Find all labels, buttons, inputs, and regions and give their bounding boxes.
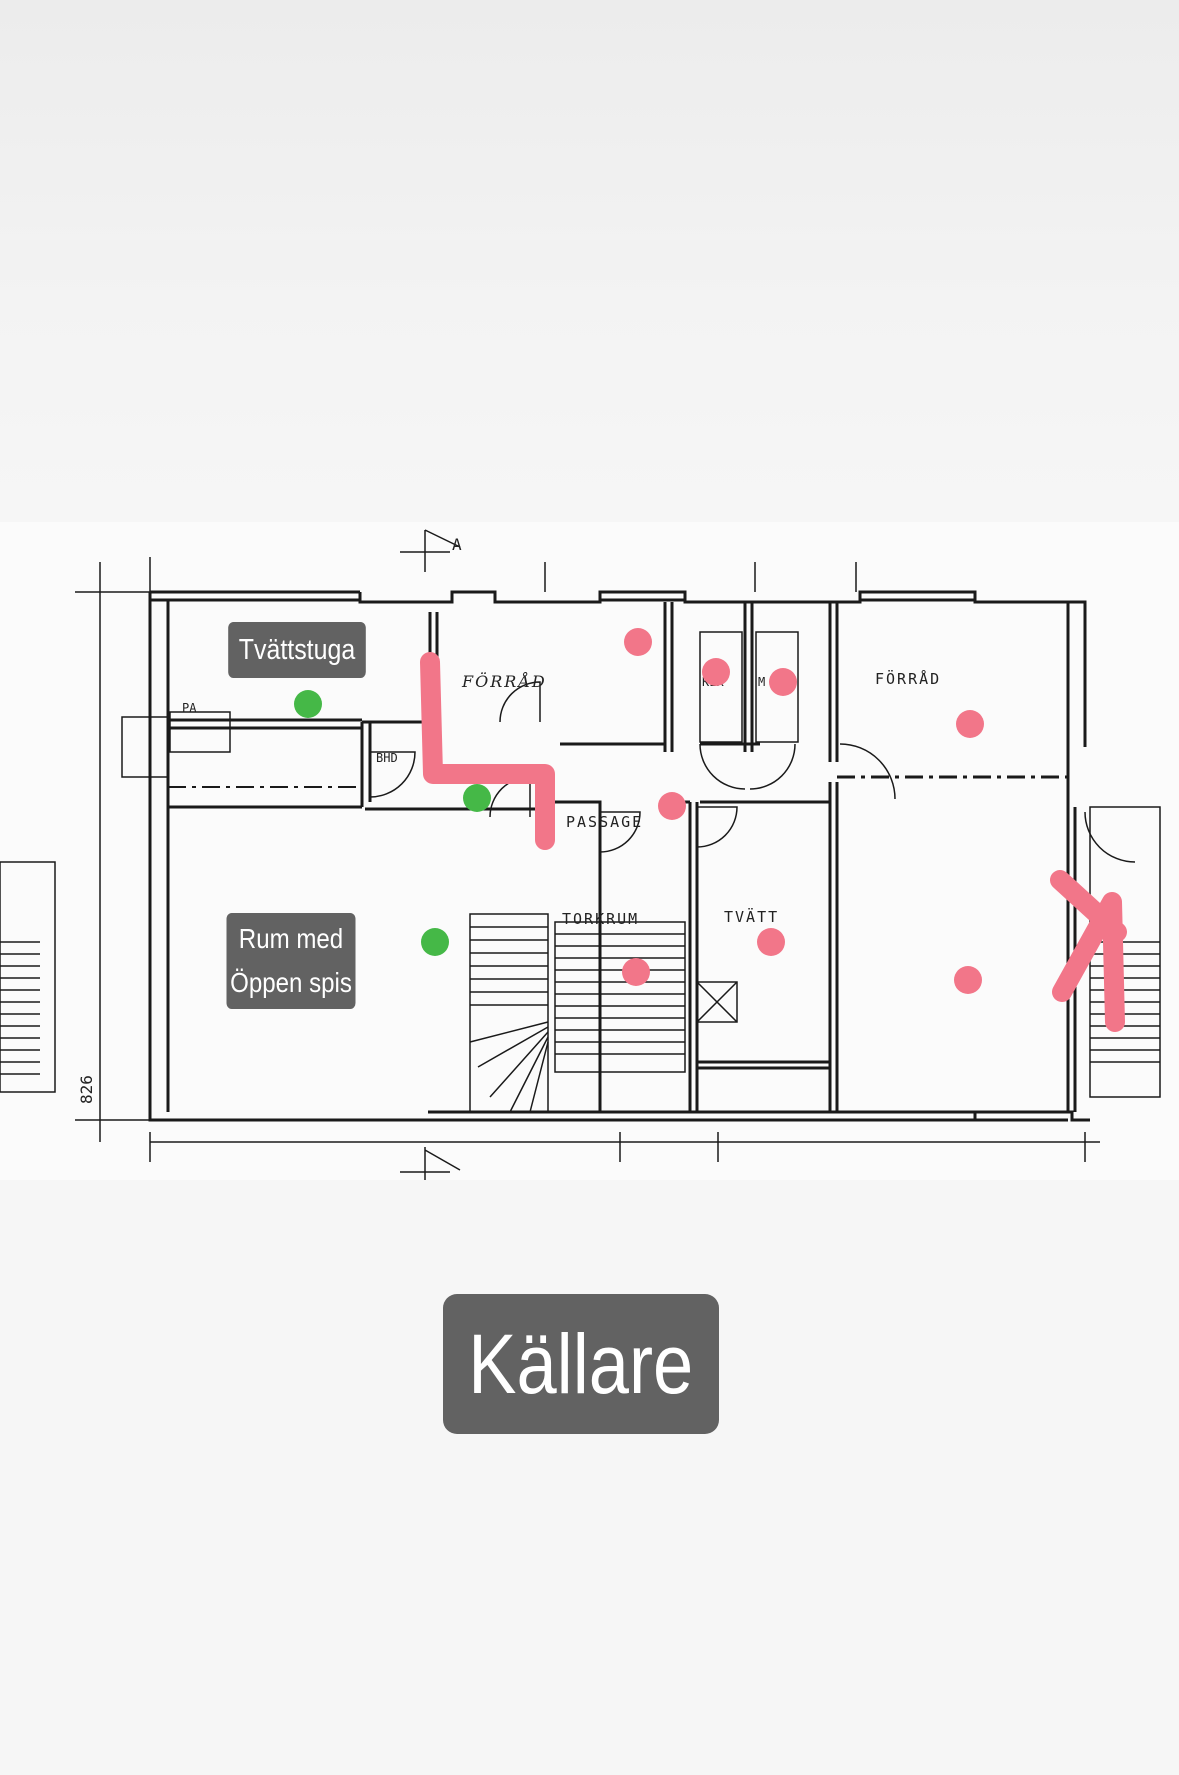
door-arc: [839, 743, 896, 800]
pink-marker: [769, 668, 797, 696]
section-arrow-top: [400, 529, 461, 572]
door-arc: [599, 811, 641, 853]
stairs-spiral-steps: [469, 926, 549, 1113]
room-label-forrad-right: FÖRRÅD: [875, 669, 941, 688]
floor-title: Källare: [468, 1317, 694, 1411]
door-arc: [499, 681, 541, 723]
door-arc: [369, 751, 416, 798]
room-label-bhd: BHD: [376, 751, 398, 765]
dim-line-top: [75, 562, 1100, 1143]
green-marker: [294, 690, 322, 718]
room-label-passage: PASSAGE: [566, 813, 643, 831]
pink-marker: [956, 710, 984, 738]
stairs-torkrum: [554, 921, 686, 1073]
room-tag-rum-med-oppen-spis: Rum med Öppen spis: [226, 913, 356, 1009]
stairs-left-outside: [0, 861, 56, 1093]
stairs-torkrum-steps: [555, 933, 685, 1055]
chimney: [121, 716, 169, 778]
wall-m-forrad: [828, 602, 839, 762]
pink-marker: [954, 966, 982, 994]
pink-marker: [702, 658, 730, 686]
wall-klk-m: [743, 602, 754, 752]
stairs-spiral: [469, 913, 549, 1113]
floor-title-badge: Källare: [443, 1294, 719, 1434]
outer-wall: [150, 590, 1087, 747]
floor-plan: FÖRRÅD KLK M FÖRRÅD PASSAGE TORKRUM TVÄT…: [0, 522, 1179, 1180]
pink-marker: [624, 628, 652, 656]
dimension-826: 826: [77, 1075, 96, 1104]
door-arc: [699, 743, 746, 790]
m-cubicle: [755, 631, 799, 743]
pink-marker: [658, 792, 686, 820]
room-label-torkrum: TORKRUM: [562, 910, 639, 928]
wall-right-room: [828, 782, 839, 1112]
room-tag-tvattstuga: Tvättstuga: [228, 622, 366, 678]
tvatt-fixture: [696, 981, 738, 1023]
stairs-right-outside: [1089, 806, 1161, 1098]
door-arc: [696, 806, 738, 848]
stairs-left-steps: [0, 941, 40, 1075]
room-tag-line: Rum med: [238, 923, 344, 954]
room-label-forrad-left: FÖRRÅD: [461, 671, 547, 691]
wall-tvatt-bottom: [697, 1060, 830, 1070]
wall-tvattstuga-bottom: [168, 718, 362, 730]
dim-ticks: [149, 557, 1086, 1162]
door-arc: [749, 743, 796, 790]
section-arrow-bottom: [400, 1147, 461, 1180]
room-label-pa: PA: [182, 701, 197, 715]
wall-passage-bottom: [365, 800, 830, 1112]
klk-cubicle: [699, 631, 743, 743]
route-path: [420, 652, 555, 850]
wall-forrad-klk: [663, 602, 674, 752]
floor-plan-drawing: FÖRRÅD KLK M FÖRRÅD PASSAGE TORKRUM TVÄT…: [0, 529, 1161, 1180]
room-tag-line: Öppen spis: [230, 967, 352, 998]
right-wall: [1066, 602, 1077, 1112]
room-label-m: M: [758, 675, 765, 689]
bottom-wall: [428, 1110, 1090, 1122]
green-marker: [421, 928, 449, 956]
door-arc: [1084, 811, 1136, 863]
pink-marker: [757, 928, 785, 956]
green-marker: [463, 784, 491, 812]
pink-marker: [622, 958, 650, 986]
stairs-right-steps: [1090, 941, 1160, 1063]
entrance-arrow: [1050, 870, 1127, 1032]
tvatt-fixture-cross: [696, 981, 738, 1023]
appliance: [169, 711, 231, 753]
room-label-tvatt: TVÄTT: [724, 907, 779, 926]
section-mark-a: A: [452, 535, 462, 554]
